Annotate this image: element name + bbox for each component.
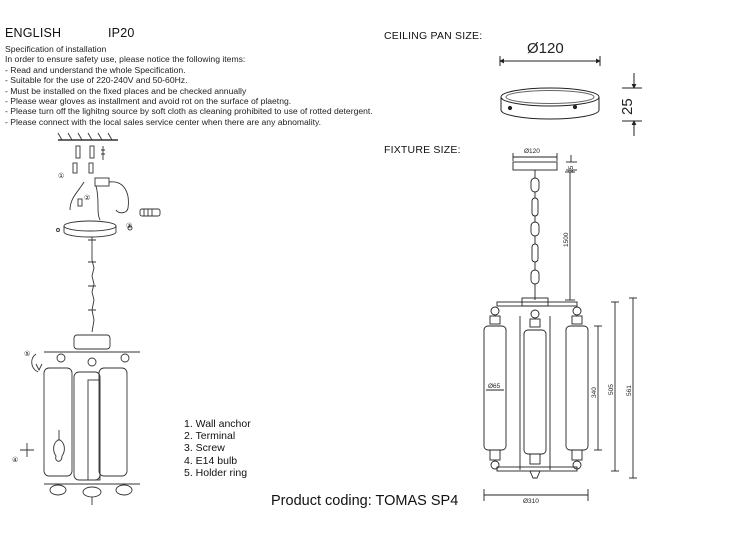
fixture-h340: 340 (591, 387, 598, 398)
parts-legend: 1. Wall anchor 2. Terminal 3. Screw 4. E… (184, 418, 251, 479)
specification-item: - Please turn off the lighitng source by… (5, 106, 373, 117)
marker-holder-ring: ⑤ (24, 350, 30, 358)
language-label: ENGLISH (5, 26, 62, 40)
fixture-top-diameter: Ø120 (524, 148, 540, 155)
fixture-tube-diameter: Ø65 (488, 383, 501, 390)
legend-item: 1. Wall anchor (184, 418, 251, 430)
ceiling-pan-diameter: Ø120 (527, 40, 564, 57)
ceiling-pan-height: 25 (619, 98, 636, 115)
legend-item: 2. Terminal (184, 430, 236, 443)
fixture-h561: 561 (626, 385, 633, 396)
specification-item: - Please connect with the local sales se… (5, 116, 322, 127)
specification-item: - Read and understand the whole Specific… (5, 64, 186, 75)
marker-screw: ③ (126, 222, 132, 230)
legend-item: 5. Holder ring (184, 466, 248, 479)
fixture-chain-length: 1500 (563, 232, 570, 247)
marker-wall-anchor: ① (58, 172, 64, 180)
fixture-width: Ø310 (523, 498, 539, 505)
ip-rating: IP20 (108, 26, 135, 40)
specification-block: Specification of installation In order t… (5, 44, 373, 127)
fixture-drawing (483, 153, 637, 501)
ceiling-pan-title: CEILING PAN SIZE: (384, 30, 483, 42)
marker-bulb: ④ (12, 456, 18, 464)
marker-terminal: ② (84, 195, 90, 202)
fixture-pan-height: 25 (568, 165, 575, 173)
specification-intro: In order to ensure safety use, please no… (5, 54, 246, 65)
installation-drawing (20, 132, 161, 505)
specification-title: Specification of installation (5, 44, 107, 54)
specification-item: - Please wear gloves as installment and … (5, 96, 292, 107)
ceiling-pan-drawing (499, 56, 642, 136)
legend-item: 3. Screw (184, 442, 225, 455)
product-coding: Product coding: TOMAS SP4 (271, 493, 459, 509)
fixture-h505: 505 (608, 384, 615, 395)
specification-item: - Suitable for the use of 220-240V and 5… (5, 75, 188, 86)
specification-item: - Must be installed on the fixed places … (5, 85, 247, 96)
legend-item: 4. E14 bulb (184, 454, 238, 467)
fixture-size-title: FIXTURE SIZE: (384, 144, 461, 156)
